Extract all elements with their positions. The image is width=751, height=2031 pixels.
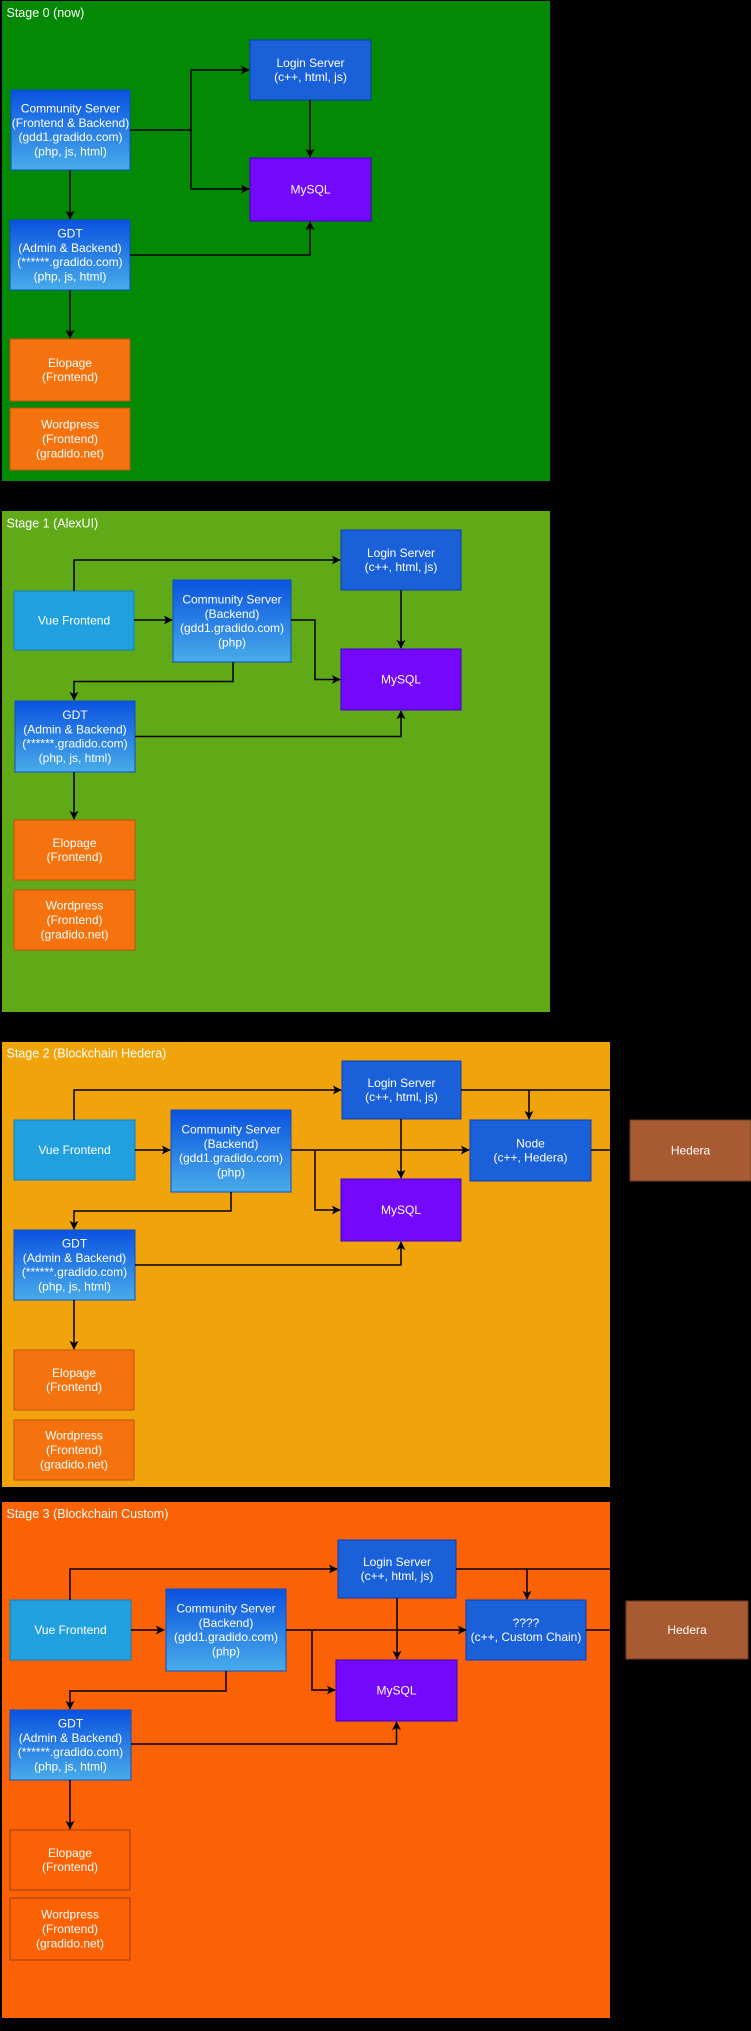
svg-text:MySQL: MySQL (381, 673, 421, 687)
svg-text:(gdd1.gradido.com): (gdd1.gradido.com) (174, 1630, 278, 1644)
svg-text:(Frontend): (Frontend) (42, 432, 98, 446)
svg-text:(Frontend): (Frontend) (46, 850, 102, 864)
svg-text:Elopage: Elopage (52, 1366, 96, 1380)
svg-text:Wordpress: Wordpress (46, 899, 104, 913)
svg-text:(c++, Custom Chain): (c++, Custom Chain) (471, 1630, 582, 1644)
svg-text:(c++, html, js): (c++, html, js) (365, 1090, 438, 1104)
svg-text:Elopage: Elopage (52, 836, 96, 850)
svg-text:(Backend): (Backend) (204, 1137, 259, 1151)
svg-text:(Frontend): (Frontend) (42, 1860, 98, 1874)
svg-text:MySQL: MySQL (290, 183, 330, 197)
svg-text:(Backend): (Backend) (205, 607, 260, 621)
svg-text:(php, js, html): (php, js, html) (34, 1760, 107, 1774)
svg-text:GDT: GDT (62, 708, 88, 722)
svg-text:Hedera: Hedera (671, 1144, 711, 1158)
svg-text:Vue Frontend: Vue Frontend (38, 614, 110, 628)
svg-text:(Frontend): (Frontend) (42, 370, 98, 384)
svg-text:(gdd1.gradido.com): (gdd1.gradido.com) (179, 1151, 283, 1165)
svg-text:????: ???? (513, 1616, 540, 1630)
svg-text:(c++, html, js): (c++, html, js) (361, 1569, 434, 1583)
svg-text:(gradido.net): (gradido.net) (36, 446, 104, 460)
svg-text:Node: Node (516, 1136, 545, 1150)
svg-text:(c++, html, js): (c++, html, js) (274, 70, 347, 84)
svg-text:Wordpress: Wordpress (41, 418, 99, 432)
svg-text:(c++, Hedera): (c++, Hedera) (493, 1151, 567, 1165)
svg-text:(gradido.net): (gradido.net) (40, 1457, 108, 1471)
svg-text:(php, js, html): (php, js, html) (38, 1280, 111, 1294)
svg-text:Vue Frontend: Vue Frontend (34, 1623, 106, 1637)
svg-text:Elopage: Elopage (48, 356, 92, 370)
svg-text:MySQL: MySQL (381, 1203, 421, 1217)
svg-text:(Frontend): (Frontend) (46, 913, 102, 927)
svg-text:Login Server: Login Server (367, 546, 435, 560)
svg-text:GDT: GDT (62, 1236, 88, 1250)
svg-text:(Frontend): (Frontend) (42, 1922, 98, 1936)
svg-text:MySQL: MySQL (376, 1684, 416, 1698)
svg-text:Stage 1 (AlexUI): Stage 1 (AlexUI) (7, 517, 99, 531)
svg-text:(php, js, html): (php, js, html) (39, 751, 112, 765)
svg-text:(Admin & Backend): (Admin & Backend) (19, 1731, 122, 1745)
svg-text:Community Server: Community Server (21, 101, 120, 115)
svg-text:(php): (php) (218, 636, 246, 650)
svg-text:(php): (php) (217, 1166, 245, 1180)
svg-text:(******.gradido.com): (******.gradido.com) (17, 255, 122, 269)
svg-text:Login Server: Login Server (367, 1076, 435, 1090)
svg-text:Hedera: Hedera (667, 1623, 707, 1637)
svg-text:(gdd1.gradido.com): (gdd1.gradido.com) (18, 130, 122, 144)
svg-text:Login Server: Login Server (363, 1555, 431, 1569)
svg-text:(gradido.net): (gradido.net) (40, 927, 108, 941)
svg-text:GDT: GDT (58, 1716, 84, 1730)
svg-text:Elopage: Elopage (48, 1846, 92, 1860)
svg-text:Wordpress: Wordpress (45, 1429, 103, 1443)
svg-text:Stage 0 (now): Stage 0 (now) (7, 6, 85, 20)
svg-text:Stage 3 (Blockchain Custom): Stage 3 (Blockchain Custom) (7, 1507, 169, 1521)
svg-text:(php, js, html): (php, js, html) (34, 145, 107, 159)
svg-text:Community Server: Community Server (181, 1122, 280, 1136)
svg-text:(c++, html, js): (c++, html, js) (365, 560, 438, 574)
svg-text:Login Server: Login Server (276, 56, 344, 70)
svg-text:(Frontend): (Frontend) (46, 1443, 102, 1457)
svg-text:(******.gradido.com): (******.gradido.com) (22, 1265, 127, 1279)
svg-text:(gradido.net): (gradido.net) (36, 1936, 104, 1950)
svg-text:(Frontend): (Frontend) (46, 1380, 102, 1394)
svg-text:(php): (php) (212, 1645, 240, 1659)
svg-text:(Frontend & Backend): (Frontend & Backend) (12, 116, 129, 130)
svg-text:(Admin & Backend): (Admin & Backend) (23, 1251, 126, 1265)
svg-text:Community Server: Community Server (182, 592, 281, 606)
svg-text:(******.gradido.com): (******.gradido.com) (22, 737, 127, 751)
svg-text:Stage 2 (Blockchain Hedera): Stage 2 (Blockchain Hedera) (7, 1047, 167, 1061)
svg-text:(gdd1.gradido.com): (gdd1.gradido.com) (180, 621, 284, 635)
svg-text:(Admin & Backend): (Admin & Backend) (18, 241, 121, 255)
svg-text:(php, js, html): (php, js, html) (34, 270, 107, 284)
svg-text:(Admin & Backend): (Admin & Backend) (23, 722, 126, 736)
svg-text:(******.gradido.com): (******.gradido.com) (18, 1745, 123, 1759)
svg-text:GDT: GDT (57, 226, 83, 240)
svg-text:Wordpress: Wordpress (41, 1908, 99, 1922)
svg-text:(Backend): (Backend) (199, 1616, 254, 1630)
svg-text:Community Server: Community Server (176, 1601, 275, 1615)
svg-text:Vue Frontend: Vue Frontend (38, 1143, 110, 1157)
